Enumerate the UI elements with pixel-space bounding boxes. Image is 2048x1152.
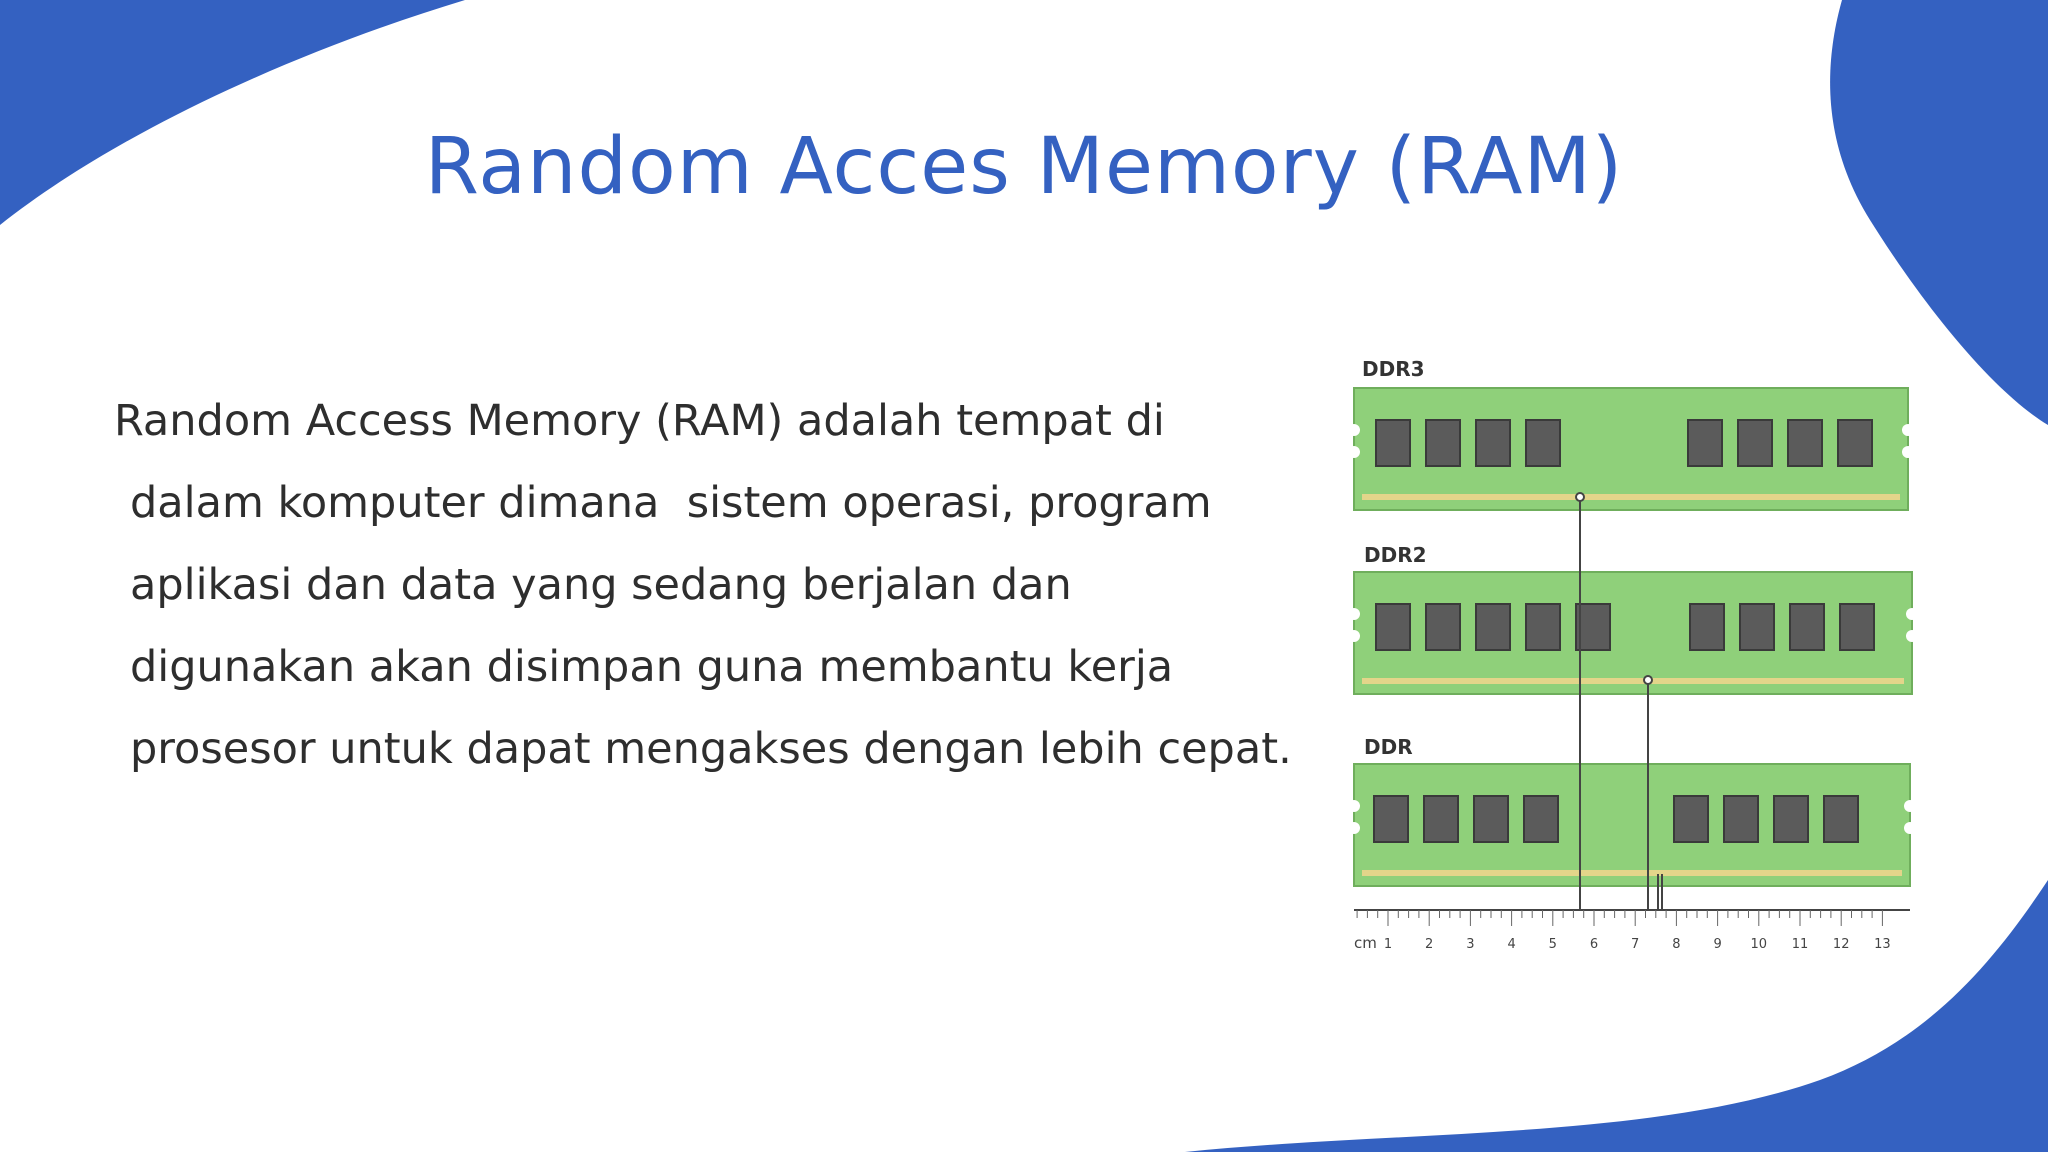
body-line-3: aplikasi dan data yang sedang berjalan d… bbox=[130, 560, 1072, 610]
ruler-tick-label: 6 bbox=[1590, 937, 1598, 952]
ruler-tick-label: 2 bbox=[1425, 937, 1433, 952]
ruler-tick-label: 10 bbox=[1751, 937, 1768, 952]
body-line-2: dalam komputer dimana sistem operasi, pr… bbox=[130, 478, 1212, 528]
ruler-tick-label: 11 bbox=[1792, 937, 1809, 952]
slide-title: Random Acces Memory (RAM) bbox=[424, 122, 1624, 212]
ruler-unit-label: cm bbox=[1354, 934, 1377, 952]
slide-body: Random Access Memory (RAM) adalah tempat… bbox=[114, 380, 1314, 790]
ruler-tick-label: 8 bbox=[1672, 937, 1680, 952]
ram-modules-figure: DDR3 DDR2 DDR bbox=[1348, 357, 1918, 952]
body-line-5: prosesor untuk dapat mengakses dengan le… bbox=[130, 724, 1292, 774]
ruler-tick-label: 7 bbox=[1631, 937, 1639, 952]
bottom-right-blob bbox=[1185, 880, 2048, 1152]
ddr3-label: DDR3 bbox=[1362, 357, 1425, 381]
ddr-module bbox=[1348, 763, 1916, 887]
body-line-1: Random Access Memory (RAM) adalah tempat… bbox=[114, 396, 1165, 446]
ddr2-label: DDR2 bbox=[1364, 543, 1427, 567]
body-line-4: digunakan akan disimpan guna membantu ke… bbox=[130, 642, 1174, 692]
ruler-tick-label: 4 bbox=[1507, 937, 1515, 952]
top-left-blob bbox=[0, 0, 465, 225]
ddr-label: DDR bbox=[1364, 735, 1413, 759]
ruler-tick-label: 13 bbox=[1874, 937, 1891, 952]
ruler-tick-label: 5 bbox=[1549, 937, 1557, 952]
ruler-tick-label: 1 bbox=[1384, 937, 1392, 952]
ruler-tick-label: 12 bbox=[1833, 937, 1850, 952]
notch-lines bbox=[1575, 492, 1663, 910]
ruler-tick-label: 3 bbox=[1466, 937, 1474, 952]
ddr2-module bbox=[1348, 571, 1918, 695]
ruler-tick-label: 9 bbox=[1713, 937, 1721, 952]
ddr3-module bbox=[1348, 387, 1914, 511]
right-blob bbox=[1830, 0, 2048, 425]
